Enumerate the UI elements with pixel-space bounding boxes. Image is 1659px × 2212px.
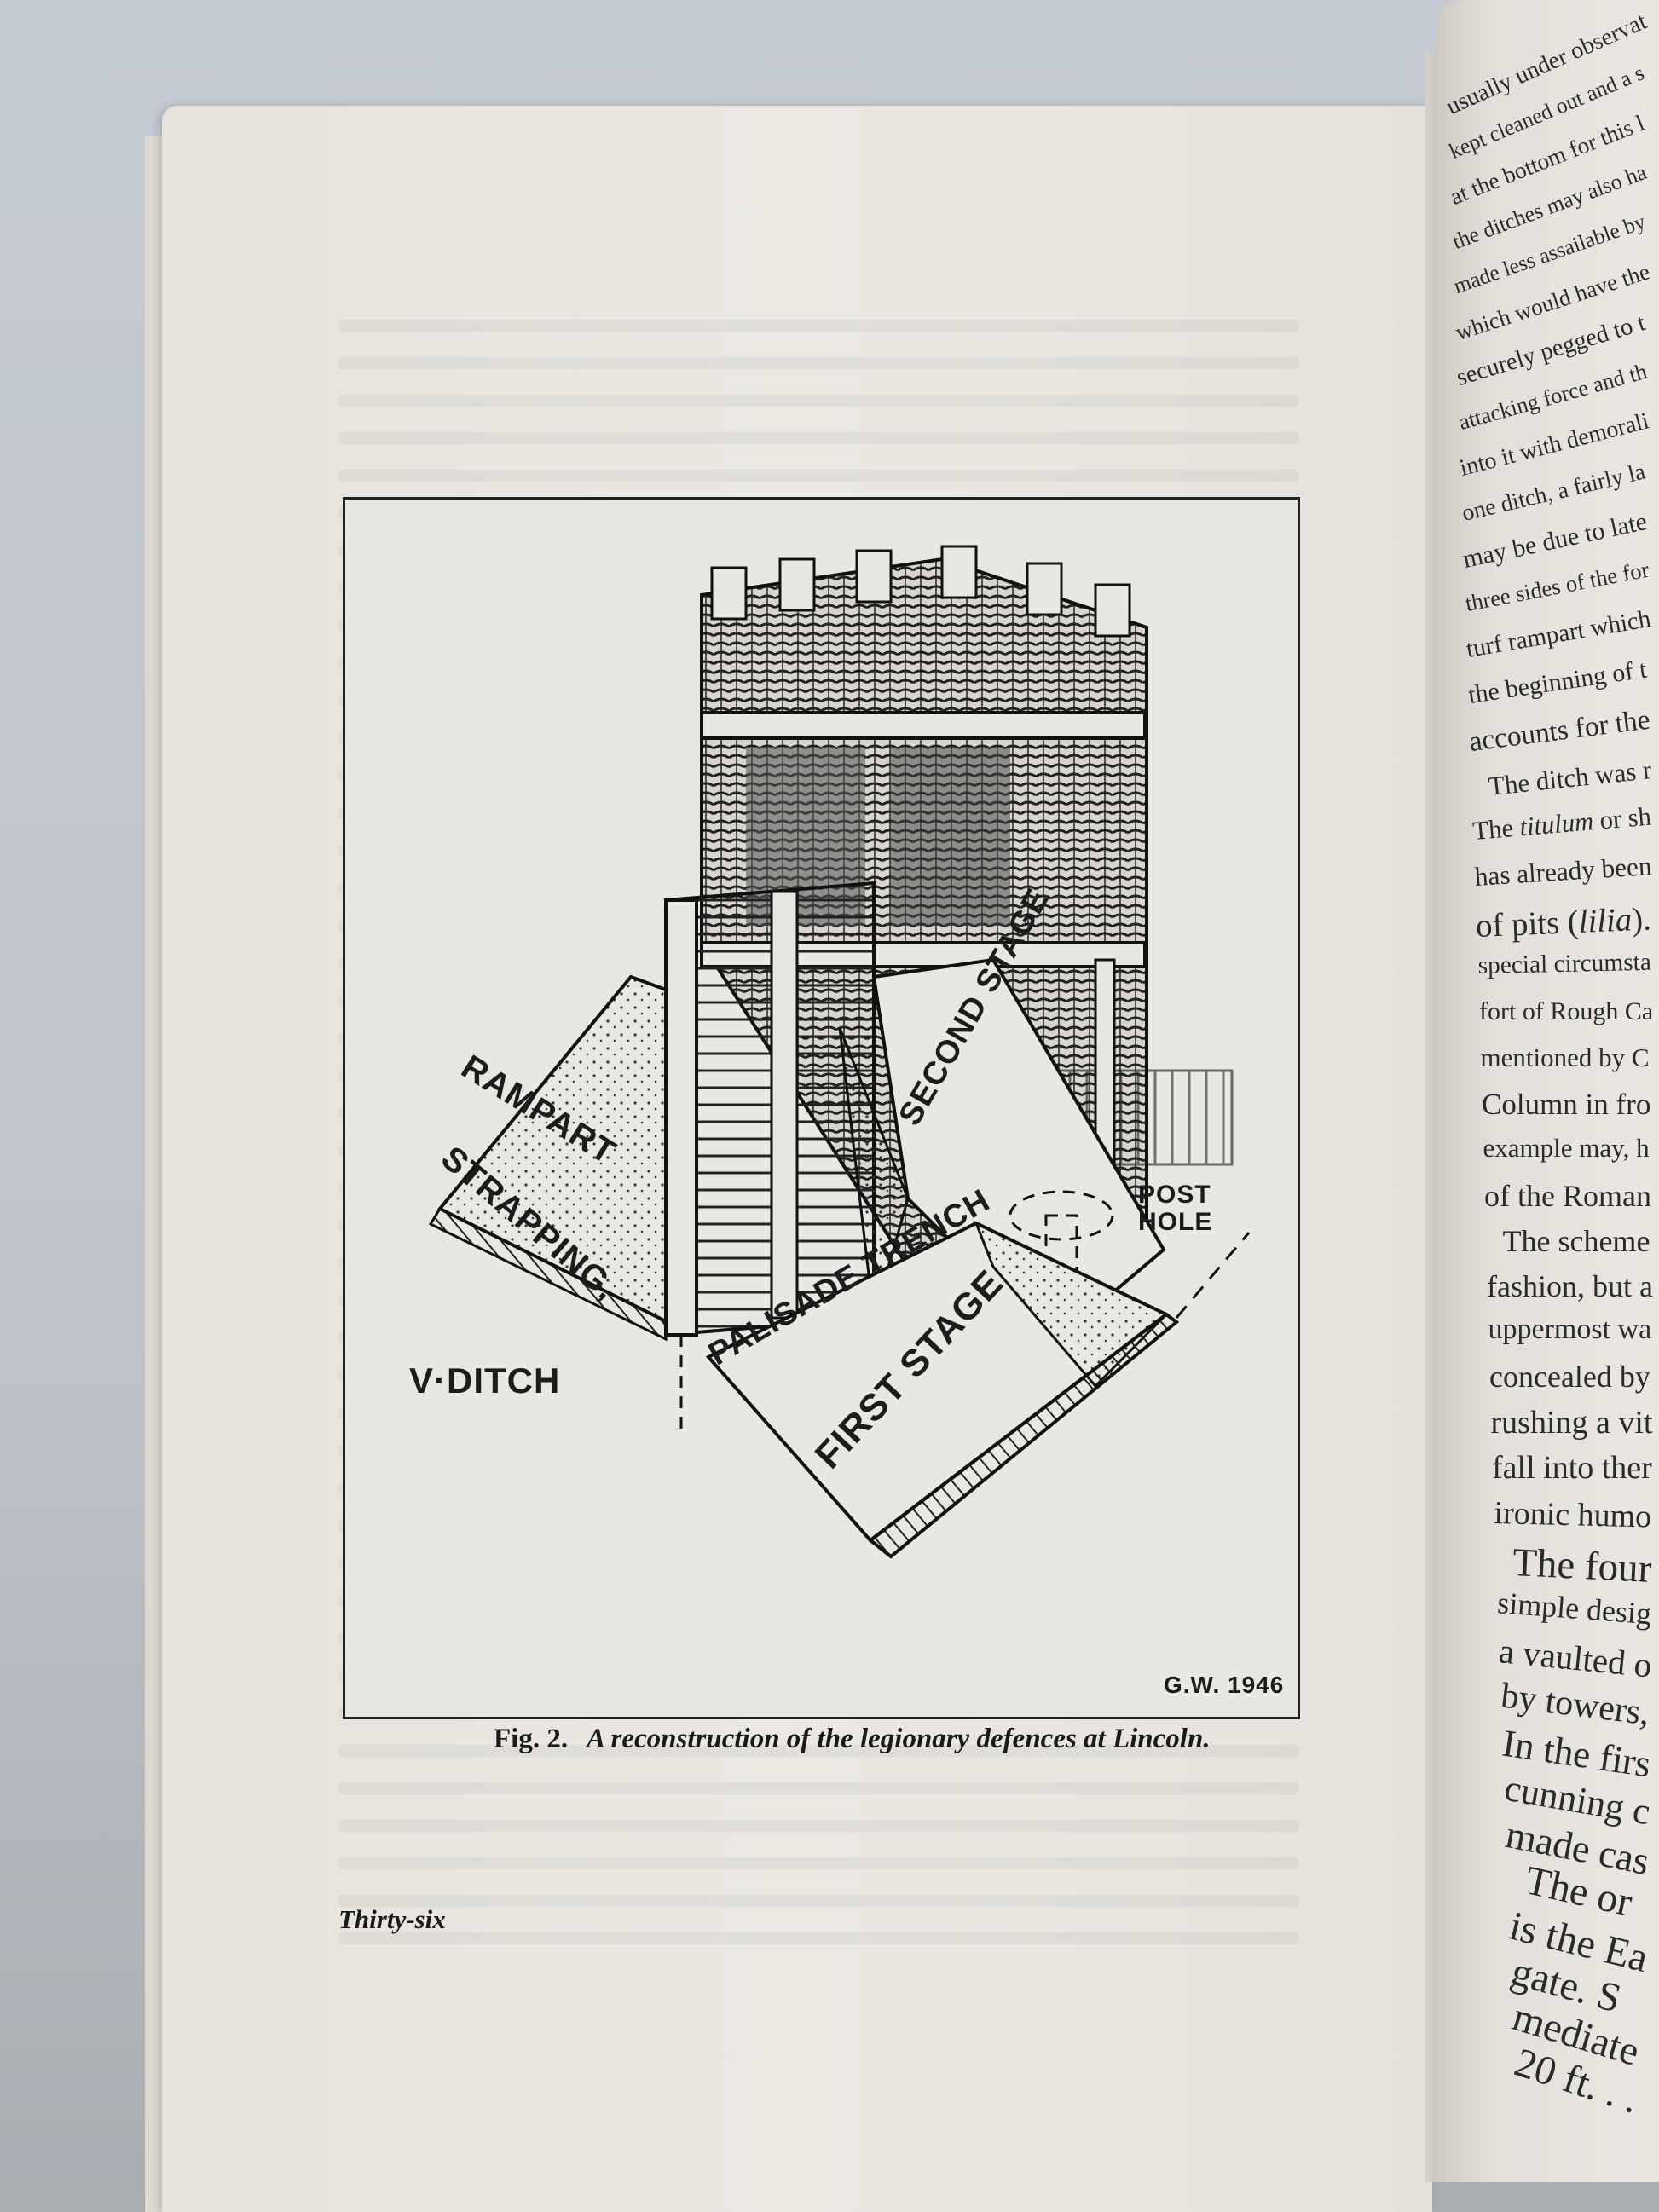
right-page-text-line: special circumsta xyxy=(1477,948,1651,980)
show-through-line xyxy=(339,1932,1298,1944)
caption-text: A reconstruction of the legionary defenc… xyxy=(587,1724,1211,1754)
show-through-line xyxy=(339,432,1298,444)
label-post-hole: POST HOLE xyxy=(1138,1181,1213,1236)
second-stage xyxy=(838,957,1166,1346)
label-v-ditch: V·DITCH xyxy=(409,1360,561,1401)
palisade-wall xyxy=(664,881,876,1429)
right-page-text-line: fashion, but a xyxy=(1487,1269,1653,1303)
page-number: Thirty-six xyxy=(338,1904,446,1934)
show-through-line xyxy=(339,470,1298,482)
right-page-text-line: concealed by xyxy=(1489,1360,1650,1394)
show-through-line xyxy=(339,1895,1298,1907)
show-through-line xyxy=(339,1782,1298,1794)
show-through-line xyxy=(339,395,1298,407)
fortification-drawing xyxy=(428,545,1251,1559)
figure-caption: Fig. 2. A reconstruction of the legionary… xyxy=(494,1724,1211,1755)
book-gutter xyxy=(1425,51,1439,2182)
right-page xyxy=(1436,0,1659,2182)
figure-illustration: RAMPART STRAPPING, PALISADE TRENCH FIRST… xyxy=(343,497,1300,1719)
right-page-text-line: The scheme xyxy=(1502,1224,1650,1258)
right-page-text-line: of the Roman xyxy=(1484,1179,1651,1213)
first-stage xyxy=(705,1220,1251,1559)
right-page-text-line: Column in fro xyxy=(1482,1088,1651,1121)
page-stack-edge xyxy=(145,136,164,2212)
right-page-text-line: ironic humo xyxy=(1493,1495,1652,1535)
right-page-text-line: example may, h xyxy=(1483,1133,1650,1163)
right-page-text-line: uppermost wa xyxy=(1488,1314,1652,1345)
rampart xyxy=(428,974,668,1342)
right-page-text-line: mentioned by C xyxy=(1480,1042,1650,1072)
right-page-text-line: fall into ther xyxy=(1492,1450,1652,1486)
right-page-text-line: of pits (lilia). xyxy=(1475,900,1652,945)
show-through-line xyxy=(339,320,1298,332)
show-through-line xyxy=(339,1745,1298,1757)
show-through-line xyxy=(339,357,1298,369)
artist-signature: G.W. 1946 xyxy=(1164,1672,1285,1698)
figure-number: Fig. 2. xyxy=(494,1724,569,1754)
show-through-line xyxy=(339,1820,1298,1832)
right-page-text-line: rushing a vit xyxy=(1490,1405,1653,1441)
right-page-text-line: fort of Rough Ca xyxy=(1479,997,1654,1025)
show-through-line xyxy=(339,1857,1298,1869)
right-page-text-line: The four xyxy=(1512,1540,1653,1591)
